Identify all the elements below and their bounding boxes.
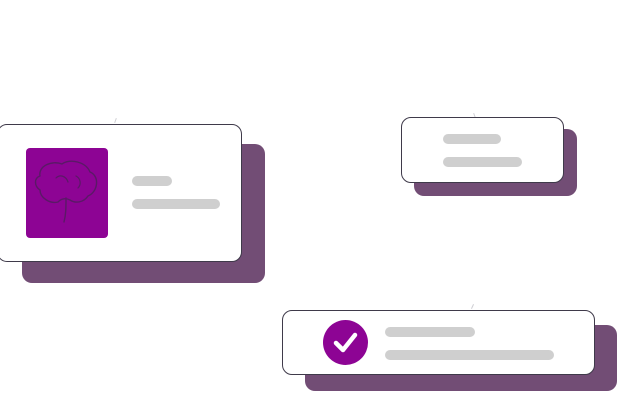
check-badge xyxy=(323,320,368,365)
image-thumbnail xyxy=(26,148,108,238)
image-card xyxy=(0,124,242,262)
placeholder-line xyxy=(132,199,220,209)
placeholder-line xyxy=(385,327,475,337)
image-card-tick xyxy=(114,117,117,124)
checkmark-icon xyxy=(333,332,358,353)
task-card xyxy=(282,310,595,375)
placeholder-line xyxy=(385,350,554,360)
brain-icon xyxy=(34,160,98,223)
placeholder-line xyxy=(443,157,522,167)
task-card-tick xyxy=(470,304,475,309)
placeholder-line xyxy=(132,176,172,186)
text-card xyxy=(401,117,564,183)
placeholder-line xyxy=(443,134,501,144)
